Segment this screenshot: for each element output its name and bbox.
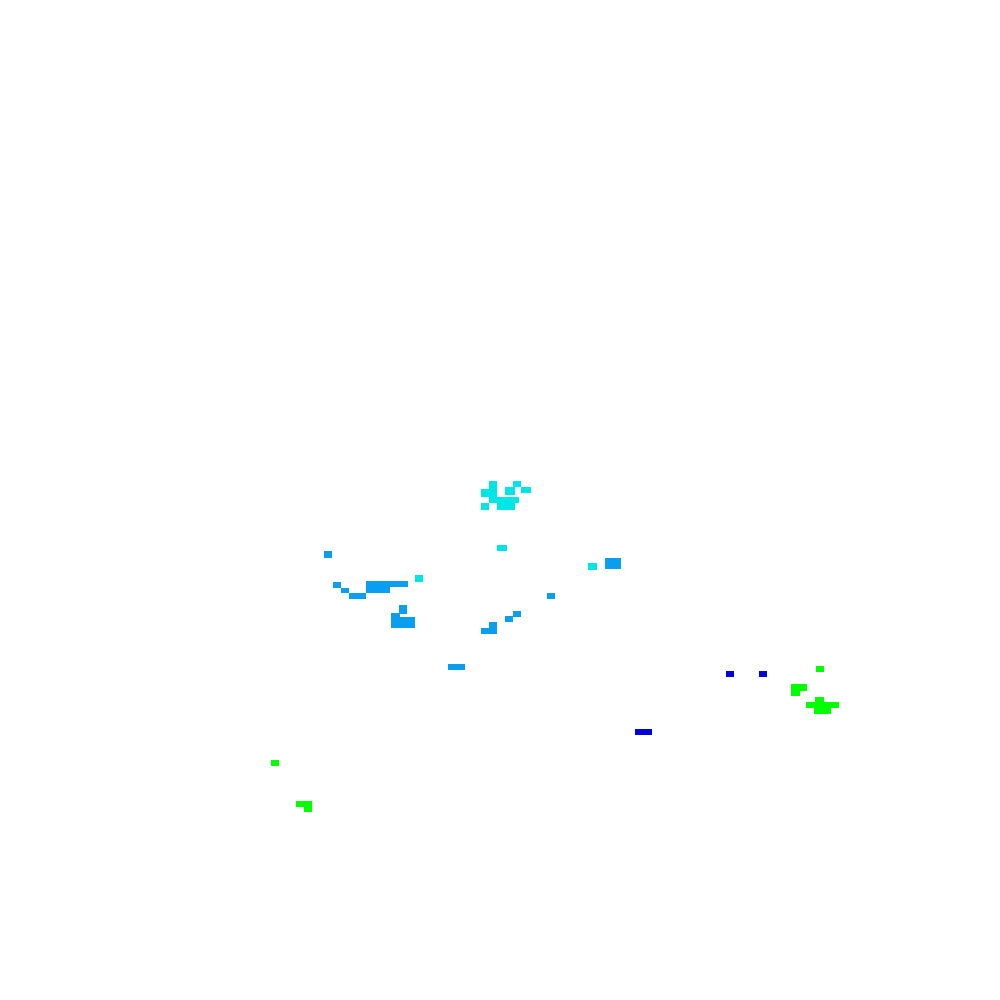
pixel-block (390, 581, 408, 587)
pixel-block (400, 617, 415, 628)
pixel-block (333, 582, 341, 588)
pixel-block (271, 760, 279, 766)
pixel-block (489, 497, 519, 503)
pixel-block (521, 487, 531, 493)
pixel-block (816, 666, 824, 672)
pixel-block (497, 545, 507, 551)
pixel-block (791, 684, 807, 691)
pixel-block (349, 593, 366, 599)
sky-blue-cluster (324, 551, 621, 670)
pixel-block (448, 664, 465, 670)
pixel-block (588, 563, 597, 570)
cyan-cluster (415, 481, 597, 582)
pixel-block (635, 729, 652, 735)
pixel-block (505, 616, 513, 622)
pixel-block (547, 593, 555, 599)
blue-cluster (635, 671, 767, 735)
pixel-block (481, 628, 497, 634)
pixel-block (415, 575, 423, 582)
pixel-block (489, 622, 497, 628)
pixel-block (791, 691, 800, 696)
pixel-block (399, 605, 407, 614)
green-cluster (271, 666, 839, 812)
pixel-block (759, 671, 767, 677)
pixel-block (304, 807, 312, 812)
pixel-block (481, 489, 497, 497)
pixel-block (505, 487, 515, 495)
pixel-block (513, 611, 521, 617)
pixel-block (489, 481, 497, 489)
pixel-block (497, 503, 515, 510)
pixel-block (815, 697, 824, 704)
pixel-block (481, 503, 489, 510)
pixel-block (726, 671, 734, 677)
pixel-block (605, 558, 621, 569)
pixel-block (324, 551, 332, 558)
pixel-block (806, 702, 839, 708)
pixel-block (814, 708, 831, 714)
pixel-block (391, 613, 400, 628)
pixel-block (341, 588, 349, 593)
pixel-block (513, 481, 521, 487)
pixel-block (366, 581, 390, 593)
pixel-block (296, 801, 312, 807)
